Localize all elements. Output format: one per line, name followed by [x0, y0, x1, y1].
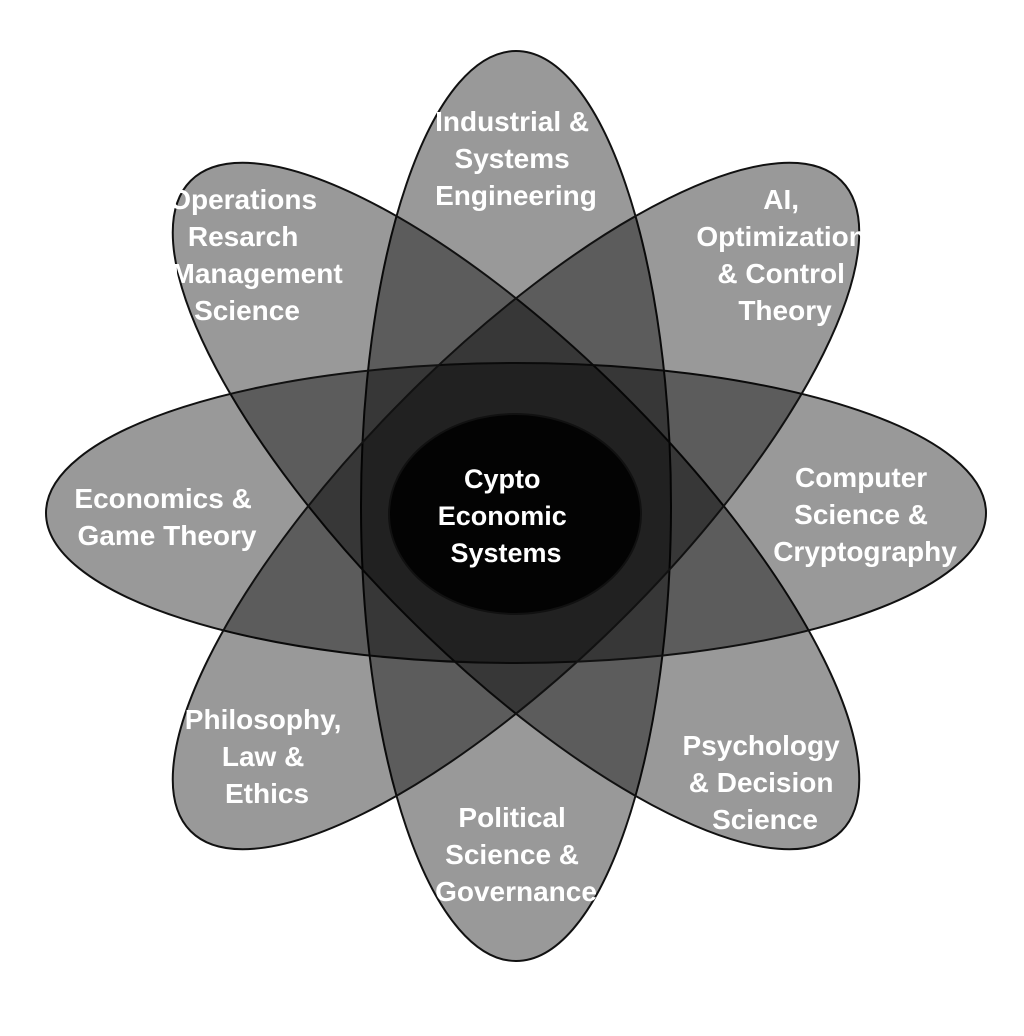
center-core-ellipse	[388, 413, 642, 615]
petal-labels: Industrial & Systems Engineering AI, Opt…	[74, 106, 957, 907]
label-political-science: Political Science & Governance	[435, 802, 597, 907]
label-center-core: Cypto Economic Systems	[438, 464, 575, 568]
label-philosophy: Philosophy, Law & Ethics	[185, 704, 349, 809]
label-psychology: Psychology & Decision Science	[683, 730, 848, 835]
label-industrial: Industrial & Systems Engineering	[435, 106, 597, 211]
label-operations-research: Operations Resarch & Management Science	[144, 184, 351, 326]
label-computer-science: Computer Science & Cryptography	[773, 462, 957, 567]
petal-ellipses	[45, 50, 987, 962]
label-ai: AI, Optimization & Control Theory	[696, 184, 873, 326]
label-economics: Economics & Game Theory	[74, 483, 259, 551]
